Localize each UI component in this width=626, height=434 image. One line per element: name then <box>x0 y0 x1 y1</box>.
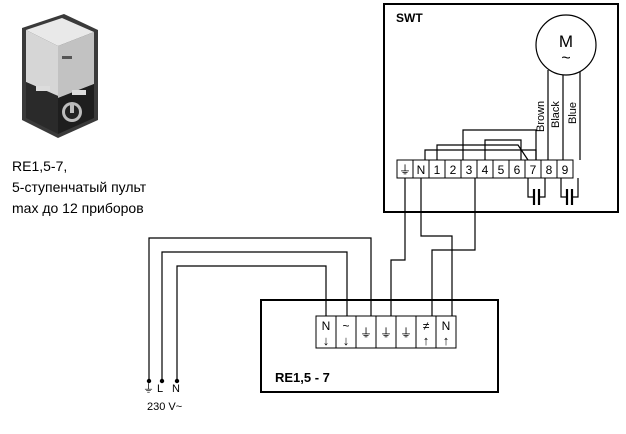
wire-brown-label: Brown <box>535 101 547 132</box>
wire-blue-label: Blue <box>567 102 579 124</box>
swt-terminal-label: 9 <box>562 163 569 177</box>
controller-box <box>260 299 499 393</box>
swt-terminal-label: 4 <box>482 163 489 177</box>
controller-terminal <box>435 315 457 349</box>
swt-title: SWT <box>396 11 423 25</box>
product-model-label: RE1,5-7, <box>12 158 68 174</box>
arrow-down-icon: ↓ <box>323 333 330 348</box>
controller-terminal-label: ~ <box>342 319 349 333</box>
swt-terminal-label: 3 <box>466 163 473 177</box>
controller-terminal-label: N <box>322 319 331 333</box>
n-label: N <box>172 383 180 395</box>
voltage-label: 230 V~ <box>147 401 182 413</box>
swt-terminal-label: N <box>417 163 426 177</box>
l-label: L <box>157 383 163 395</box>
swt-terminal-label: ⏚ <box>399 163 411 177</box>
swt-terminal <box>556 159 574 179</box>
product-desc-line1: 5-ступенчатый пульт <box>12 179 147 195</box>
swt-terminal-label: 2 <box>450 163 457 177</box>
supply-dots <box>146 378 180 384</box>
swt-terminal-label: 7 <box>530 163 537 177</box>
motor-symbol <box>535 14 597 76</box>
swt-terminal-label: 1 <box>434 163 441 177</box>
arrow-up-icon: ↑ <box>443 333 450 348</box>
wire-black-label: Black <box>550 101 562 128</box>
controller-terminal-label: ⏚ <box>360 326 372 340</box>
motor-ac-label: ~ <box>561 50 570 67</box>
controller-terminal-label: ⏚ <box>380 326 392 340</box>
swt-terminal-label: 8 <box>546 163 553 177</box>
motor-m-label: M <box>559 32 573 51</box>
swt-internal-bridges <box>424 129 537 161</box>
product-photo <box>22 14 98 138</box>
wiring-lines <box>148 178 476 380</box>
capacitor-8-9 <box>560 178 579 205</box>
swt-box <box>383 3 619 213</box>
controller-terminal-label: N <box>442 319 451 333</box>
controller-terminal-label: ⏚ <box>400 326 412 340</box>
arrow-down-icon: ↓ <box>343 333 350 348</box>
controller-title: RE1,5 - 7 <box>275 370 330 385</box>
controller-terminal-label: ≠ <box>423 319 430 333</box>
motor-leads <box>547 70 581 160</box>
pe-label: ⏚ <box>143 382 154 395</box>
capacitor-6-7 <box>527 178 546 205</box>
controller-terminal-strip: N ↓ ~ ↓ ⏚ ⏚ ⏚ ≠ ↑ N ↑ <box>315 315 457 349</box>
product-desc-line2: max до 12 приборов <box>12 200 144 216</box>
swt-terminal-label: 6 <box>514 163 521 177</box>
swt-terminal-strip: ⏚ N 1 2 3 4 5 6 7 8 9 <box>396 159 574 179</box>
supply-labels: ⏚ L N 230 V~ <box>143 382 182 413</box>
swt-terminal-label: 5 <box>498 163 505 177</box>
arrow-up-icon: ↑ <box>423 333 430 348</box>
